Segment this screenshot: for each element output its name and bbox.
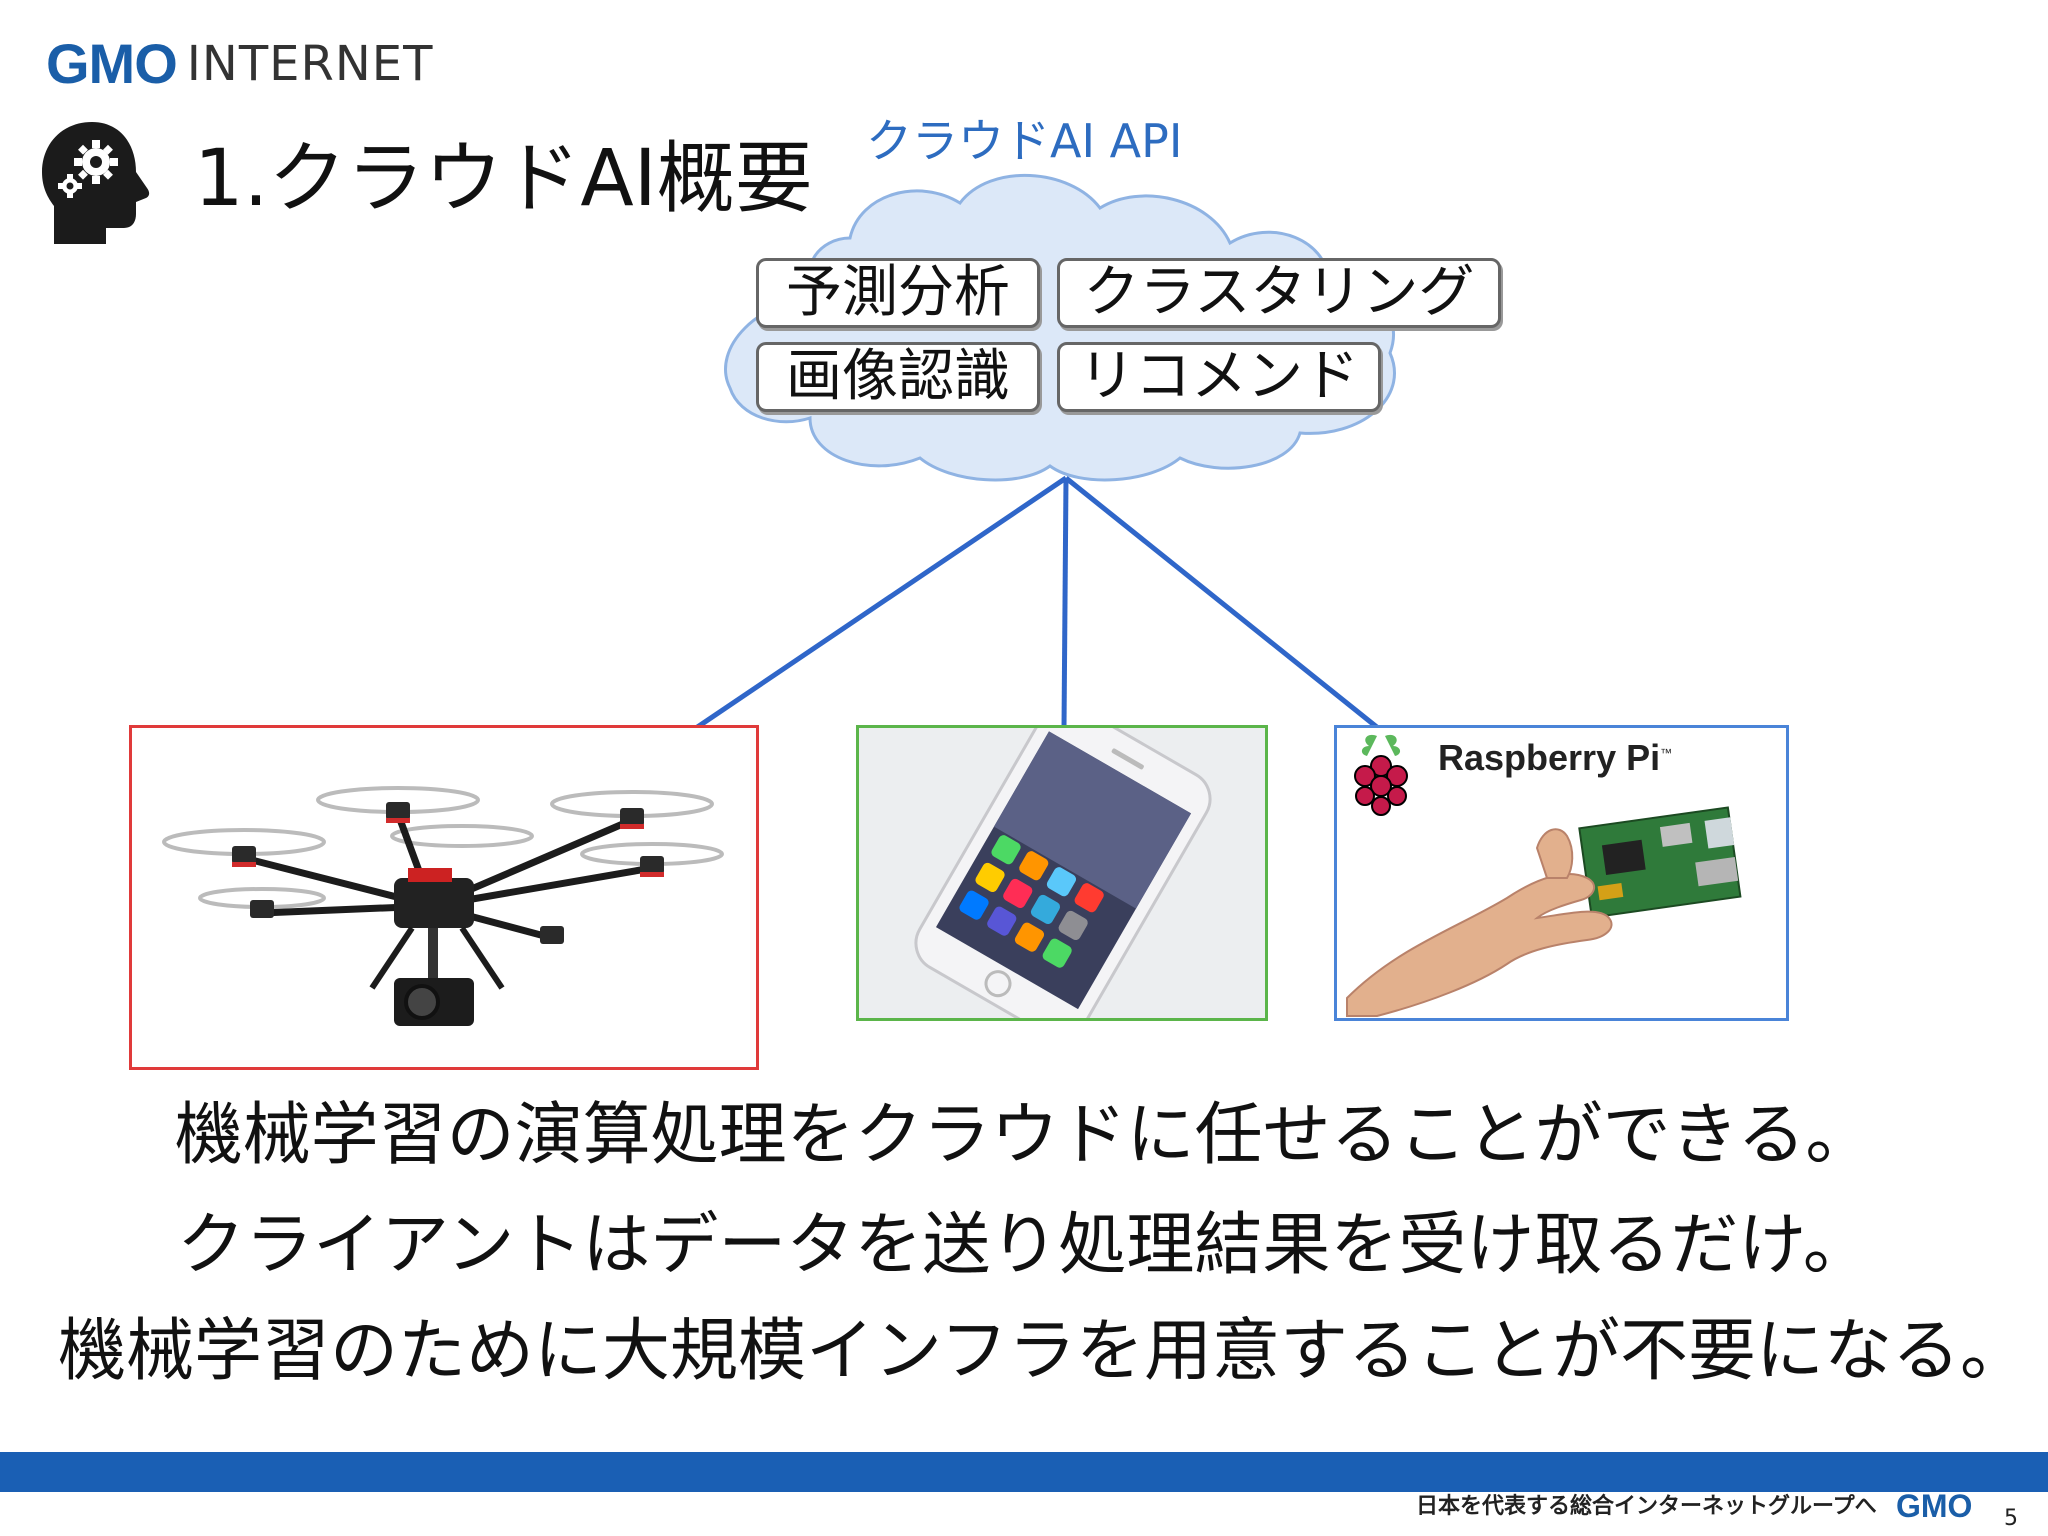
trademark-symbol: ™ <box>1660 746 1673 760</box>
logo-gmo-text: GMO <box>46 32 178 95</box>
raspberry-pi-box <box>1334 725 1789 1021</box>
service-tag-clustering: クラスタリング <box>1057 258 1501 328</box>
drone-image <box>162 786 724 1026</box>
service-tag-predictive-analysis: 予測分析 <box>756 258 1040 328</box>
page-number: 5 <box>2004 1506 2018 1531</box>
connector-line-drone <box>694 475 1068 731</box>
raspberry-pi-image <box>1346 734 1742 1017</box>
phone-box <box>856 702 1268 1040</box>
service-tag-image-recognition: 画像認識 <box>756 342 1040 412</box>
gmo-internet-logo: GMO INTERNET <box>46 36 433 92</box>
connector-line-pi <box>1064 476 1380 730</box>
raspberry-logo-icon <box>1354 734 1408 816</box>
raspberry-pi-label: Raspberry Pi™ <box>1438 740 1672 776</box>
raspberry-pi-name: Raspberry Pi <box>1438 737 1661 778</box>
footer-gmo-logo: GMO <box>1896 1488 1973 1524</box>
smartphone-image <box>914 702 1212 1040</box>
slide-title: 1.クラウドAI概要 <box>194 134 813 224</box>
body-line-1: 機械学習の演算処理をクラウドに任せることができる。 <box>174 1096 1874 1175</box>
body-line-3: 機械学習のために大規模インフラを用意することが不要になる。 <box>58 1312 2028 1391</box>
head-gears-icon <box>34 118 162 248</box>
drone-box <box>129 725 759 1070</box>
footer-tagline: 日本を代表する総合インターネットグループへ <box>1416 1494 1877 1519</box>
service-tag-recommend: リコメンド <box>1057 342 1381 412</box>
body-line-2: クライアントはデータを送り処理結果を受け取るだけ。 <box>177 1206 1871 1285</box>
connector-line-phone <box>1061 477 1069 729</box>
cloud-api-label: クラウドAI API <box>866 114 1183 168</box>
footer-bar <box>0 1452 2048 1492</box>
logo-internet-text: INTERNET <box>186 36 434 92</box>
